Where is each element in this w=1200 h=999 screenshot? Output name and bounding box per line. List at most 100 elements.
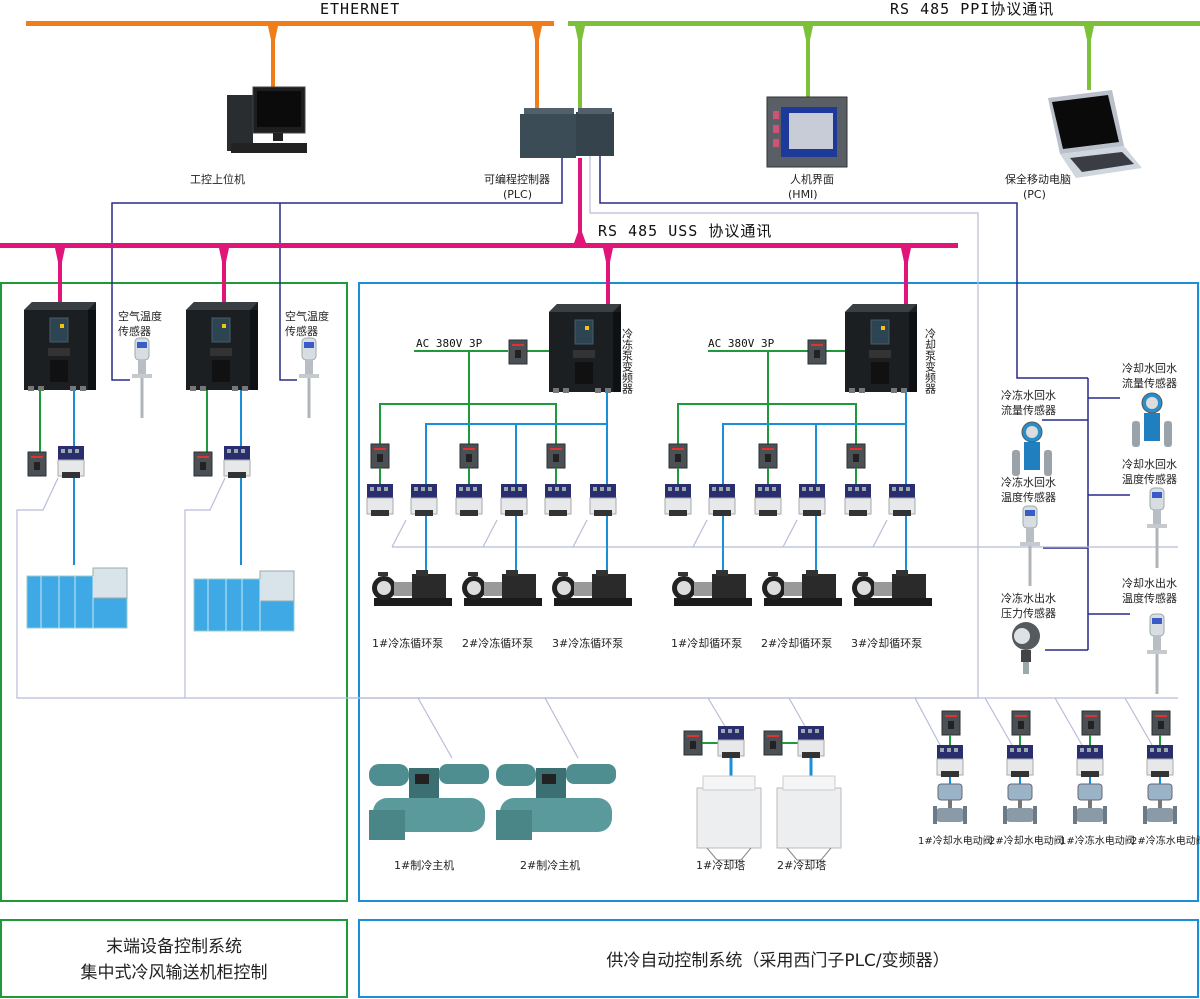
cooling-supply-temp-sensor-icon (1146, 613, 1168, 695)
chilled-supply-label: AC 380V 3P (416, 337, 483, 350)
breaker-icon (370, 443, 390, 469)
contactor-icon (936, 744, 964, 778)
left-footer-subtitle: 集中式冷风输送机柜控制 (81, 963, 268, 983)
pump-icon (372, 570, 452, 606)
contactor-icon (888, 483, 916, 517)
breaker-icon (1011, 710, 1031, 736)
electric-valve-icon (1142, 783, 1178, 825)
breaker-icon (758, 443, 778, 469)
valve-label: 2#冷冻水电动阀 (1131, 834, 1200, 847)
signal-lines (111, 156, 1130, 651)
pump-icon (672, 570, 752, 606)
breaker-icon (846, 443, 866, 469)
cooling-return-temp-sensor-icon (1146, 487, 1168, 569)
pump-label: 2#冷冻循环泵 (462, 636, 533, 650)
air-sensor-label-1a: 空气温度 (118, 309, 162, 323)
chiller-label: 2#制冷主机 (520, 858, 580, 872)
air-sensor-label-1b: 传感器 (118, 325, 151, 338)
plc-icon (520, 108, 614, 158)
sensor-label: 温度传感器 (1001, 490, 1056, 504)
sensor-label: 温度传感器 (1122, 591, 1177, 605)
right-footer-frame (358, 919, 1199, 998)
pump-icon (762, 570, 842, 606)
main-breaker-icon (508, 339, 528, 365)
cooling-return-flow-sensor-icon (1131, 392, 1173, 448)
inverter-icon (23, 301, 97, 392)
inverter-icon (185, 301, 259, 392)
left-unit-2 (185, 301, 320, 632)
left-footer-title: 末端设备控制系统 (106, 937, 242, 957)
uss-bus (0, 158, 958, 304)
ipc-label: 工控上位机 (190, 172, 245, 186)
breaker-icon (459, 443, 479, 469)
cooling-towers (683, 725, 842, 861)
ppi-bus (568, 21, 1200, 110)
sensor-label: 温度传感器 (1122, 472, 1177, 486)
sensor-label: 冷冻水出水 (1001, 591, 1056, 605)
sensor-label: 压力传感器 (1001, 607, 1056, 620)
breaker-icon (941, 710, 961, 736)
sensor-label: 冷却水回水 (1122, 458, 1177, 471)
electric-valve-icon (932, 783, 968, 825)
right-section-frame (358, 282, 1199, 902)
chilled-pump-group (379, 303, 622, 570)
contactor-icon (366, 483, 394, 517)
pump-label: 2#冷却循环泵 (761, 637, 832, 650)
hmi-panel-icon (766, 96, 848, 168)
chiller-icon (369, 764, 489, 840)
chilled-pump-inverter-icon (548, 303, 622, 394)
plc-label: 可编程控制器 (484, 172, 550, 186)
left-footer-frame (0, 919, 348, 998)
sensor-label: 冷却水回水 (1122, 362, 1177, 375)
contactor-icon (410, 483, 438, 517)
right-footer-title: 供冷自动控制系统（采用西门子PLC/变频器） (606, 951, 949, 971)
chilled-return-temp-sensor-icon (1019, 505, 1041, 587)
sensor-label: 流量传感器 (1122, 376, 1177, 390)
breaker-icon (1081, 710, 1101, 736)
ethernet-bus (26, 21, 554, 110)
breaker-icon (1151, 710, 1171, 736)
cooling-tower-icon (696, 775, 762, 861)
pump-row (372, 570, 932, 606)
valves (932, 710, 1178, 825)
contactor-icon (1076, 744, 1104, 778)
sensor-label: 冷冻水回水 (1001, 388, 1056, 402)
pump-label: 1#冷却循环泵 (671, 637, 742, 650)
cooling-pump-inverter-icon (844, 303, 918, 394)
air-temperature-sensor-icon (131, 337, 153, 419)
contactor-icon (798, 483, 826, 517)
chilled-inverter-label: 冷冻泵变频器 (621, 328, 634, 395)
pump-icon (552, 570, 632, 606)
contactor-icon (844, 483, 872, 517)
contactor-icon (717, 725, 745, 759)
air-temperature-sensor-icon (298, 337, 320, 419)
pc-label: 保全移动电脑 (1005, 172, 1071, 186)
chiller-icon (496, 764, 616, 840)
ethernet-label: ETHERNET (320, 0, 400, 18)
pump-label: 3#冷却循环泵 (851, 637, 922, 650)
electric-valve-icon (1002, 783, 1038, 825)
chilled-return-flow-sensor-icon (1011, 421, 1053, 477)
pump-label: 1#冷冻循环泵 (372, 636, 443, 650)
pc-sublabel: (PC) (1023, 188, 1046, 201)
laptop-icon (1048, 90, 1142, 178)
sensor-label: 冷冻水回水 (1001, 475, 1056, 489)
uss-label: RS 485 USS 协议通讯 (598, 222, 772, 240)
contactor-icon (664, 483, 692, 517)
pump-label: 3#冷冻循环泵 (552, 636, 623, 650)
cooling-pump-group (677, 303, 918, 570)
contactor-icon (500, 483, 528, 517)
chiller-label: 1#制冷主机 (394, 858, 454, 872)
contactor-icon (589, 483, 617, 517)
contactor-icon (797, 725, 825, 759)
main-breaker-icon (807, 339, 827, 365)
hmi-label: 人机界面 (790, 172, 834, 186)
pump-icon (462, 570, 542, 606)
contactor-icon (754, 483, 782, 517)
air-handling-unit-icon (26, 567, 128, 629)
breaker-icon (668, 443, 688, 469)
tower-label: 1#冷却塔 (696, 859, 745, 872)
tower-label: 2#冷却塔 (777, 859, 826, 872)
ipc-computer-icon (226, 86, 308, 154)
plc-sublabel: (PLC) (503, 188, 532, 201)
